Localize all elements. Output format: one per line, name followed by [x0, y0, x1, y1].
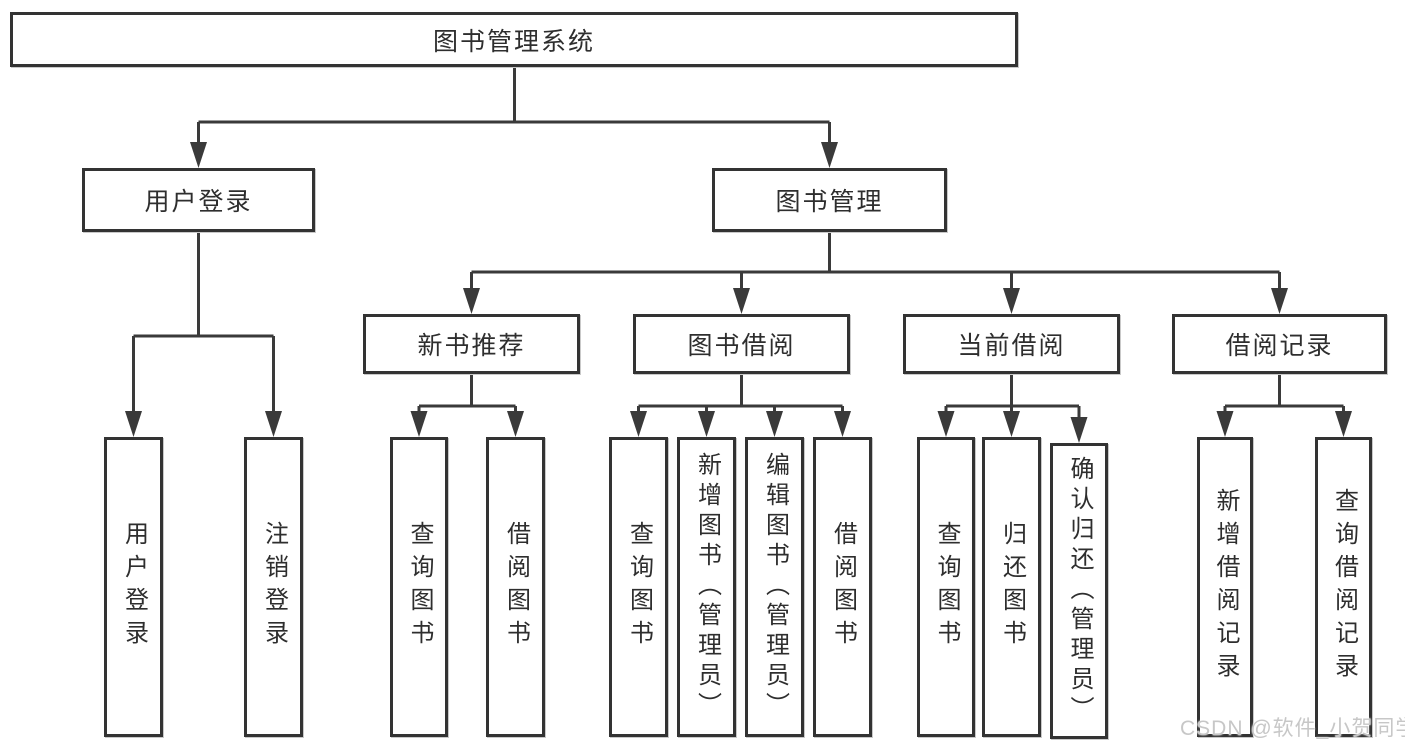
leaf-return-books: 归还图书	[982, 437, 1041, 737]
leaf-borrow-books-recommend: 借阅图书	[486, 437, 545, 737]
section-current-borrowing: 当前借阅	[903, 314, 1120, 374]
leaf-query-borrow-record: 查询借阅记录	[1315, 437, 1372, 737]
section-new-book-recommendation: 新书推荐	[363, 314, 580, 374]
leaf-confirm-return-admin: 确认归还（管理员）	[1050, 443, 1108, 739]
csdn-watermark: CSDN @软件_小贺同学	[1180, 717, 1405, 740]
leaf-borrow-books: 借阅图书	[813, 437, 872, 737]
leaf-query-books-current: 查询图书	[917, 437, 975, 737]
leaf-add-books-admin: 新增图书（管理员）	[677, 437, 736, 737]
leaf-edit-books-admin: 编辑图书（管理员）	[745, 437, 804, 737]
branch-user-login: 用户登录	[82, 168, 315, 232]
leaf-query-books-borrow: 查询图书	[609, 437, 668, 737]
branch-book-management: 图书管理	[712, 168, 947, 232]
root-node-library-management-system: 图书管理系统	[10, 12, 1018, 67]
leaf-logout: 注销登录	[244, 437, 303, 737]
section-borrowing-records: 借阅记录	[1172, 314, 1387, 374]
section-book-borrowing: 图书借阅	[633, 314, 850, 374]
leaf-user-login: 用户登录	[104, 437, 163, 737]
leaf-query-books-recommend: 查询图书	[390, 437, 448, 737]
leaf-add-borrow-record: 新增借阅记录	[1197, 437, 1253, 737]
